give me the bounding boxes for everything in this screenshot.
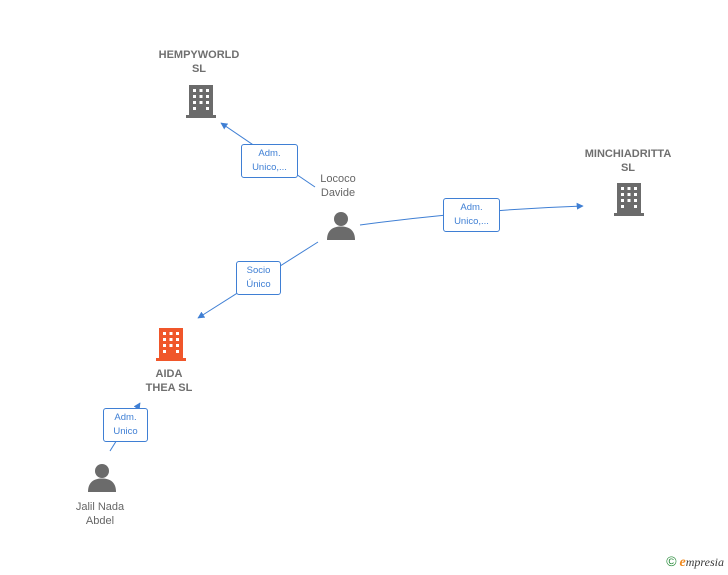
brand-initial: e bbox=[679, 555, 686, 570]
building-icon[interactable] bbox=[156, 328, 186, 361]
copyright-symbol: © bbox=[666, 553, 677, 569]
relation-box-lococo-hempyworld[interactable]: Adm. Unico,... bbox=[241, 144, 298, 178]
brand-name: mpresia bbox=[685, 555, 724, 569]
relation-box-jalil-aida[interactable]: Adm. Unico bbox=[103, 408, 148, 442]
company-label-minchiadritta[interactable]: MINCHIADRITTA SL bbox=[584, 148, 672, 174]
building-icon[interactable] bbox=[186, 85, 216, 118]
building-icon[interactable] bbox=[614, 183, 644, 216]
person-icon[interactable] bbox=[88, 464, 116, 492]
relation-box-lococo-minchiadritta[interactable]: Adm. Unico,... bbox=[443, 198, 500, 232]
company-label-hempyworld[interactable]: HEMPYWORLD SL bbox=[158, 49, 240, 75]
person-label-lococo[interactable]: Lococo Davide bbox=[320, 173, 356, 199]
relation-box-lococo-aida[interactable]: Socio Único bbox=[236, 261, 281, 295]
company-label-aida[interactable]: AIDA THEA SL bbox=[145, 368, 193, 394]
person-label-jalil[interactable]: Jalil Nada Abdel bbox=[75, 501, 125, 527]
empresia-logo[interactable]: © empresia bbox=[666, 553, 724, 571]
person-icon[interactable] bbox=[327, 212, 355, 240]
